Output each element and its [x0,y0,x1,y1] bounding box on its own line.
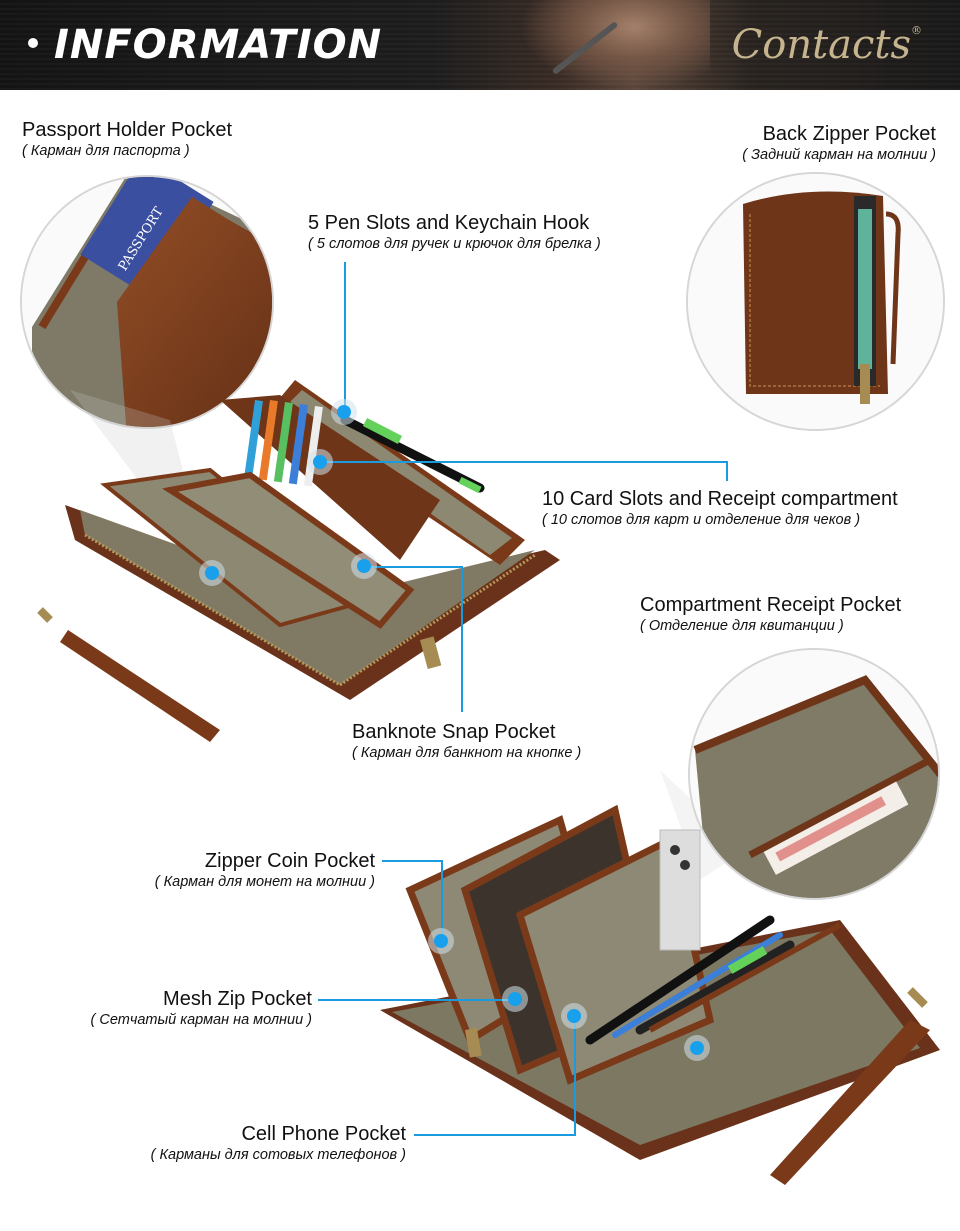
label-receipt: Compartment Receipt Pocket ( Отделение д… [640,593,901,635]
label-subtitle: ( Карман для монет на молнии ) [154,874,375,890]
label-subtitle: ( Карманы для сотовых телефонов ) [150,1147,406,1163]
main-wallet-bottom-image [380,804,940,1185]
card-slots-callout-line-h [320,461,727,463]
label-subtitle: ( Карман для банкнот на кнопке ) [352,745,582,761]
banknote-callout-line-v [461,566,463,712]
card-slots-marker-dot[interactable] [313,455,327,469]
coin-marker-dot[interactable] [434,934,448,948]
page-title: INFORMATION [28,22,382,68]
label-pen-slots: 5 Pen Slots and Keychain Hook ( 5 слотов… [308,211,601,253]
registered-mark: ® [911,23,922,37]
label-subtitle: ( 5 слотов для ручек и крючок для брелка… [308,236,601,252]
header-banner: INFORMATION Contacts® [0,0,960,90]
label-title: Cell Phone Pocket [241,1123,406,1145]
pen-slots-callout-line [344,262,346,412]
label-title: 10 Card Slots and Receipt compartment [542,488,898,510]
label-phone: Cell Phone Pocket ( Карманы для сотовых … [151,1122,406,1164]
label-subtitle: ( Задний карман на молнии ) [742,147,936,163]
label-coin: Zipper Coin Pocket ( Карман для монет на… [155,849,375,891]
label-title: Back Zipper Pocket [762,123,936,145]
label-subtitle: ( Отделение для квитанции ) [640,618,844,634]
coin-callout-line-v [441,860,443,940]
label-title: Compartment Receipt Pocket [640,594,902,616]
bullet-icon [28,38,38,48]
label-back-zipper: Back Zipper Pocket ( Задний карман на мо… [742,122,936,164]
passport-flap-marker-dot[interactable] [205,566,219,580]
pen-slots-marker-dot[interactable] [337,405,351,419]
label-title: Passport Holder Pocket [22,119,233,141]
label-title: Zipper Coin Pocket [204,850,375,872]
receipt-pocket-illustration [690,650,938,898]
brand-logo: Contacts® [732,22,922,68]
label-subtitle: ( Карман для паспорта ) [22,143,190,159]
mesh-marker-dot[interactable] [508,992,522,1006]
banknote-marker-dot[interactable] [357,559,371,573]
receipt-detail-image [688,648,940,900]
banner-hands-image [520,0,710,90]
label-title: Banknote Snap Pocket [352,721,556,743]
banner-texture [0,0,960,90]
phone-callout-line-v [574,1016,576,1136]
passport-detail-image: PASSPORT [20,175,274,429]
label-title: Mesh Zip Pocket [163,988,312,1010]
label-mesh: Mesh Zip Pocket ( Сетчатый карман на мол… [91,987,312,1029]
receipt-marker-dot[interactable] [690,1041,704,1055]
brand-name: Contacts [731,22,911,68]
passport-pocket-illustration: PASSPORT [22,177,272,427]
phone-marker-dot[interactable] [567,1009,581,1023]
back-zipper-illustration [688,174,943,429]
label-subtitle: ( Сетчатый карман на молнии ) [90,1012,312,1028]
back-zipper-detail-image [686,172,945,431]
mesh-callout-line [318,999,513,1001]
main-wallet-top-image [37,380,560,742]
coin-callout-line-h [382,860,442,862]
phone-callout-line-h [414,1134,576,1136]
page-title-text: INFORMATION [54,22,383,68]
label-card-slots: 10 Card Slots and Receipt compartment ( … [542,487,898,529]
card-slots-callout-line-v [726,461,728,481]
banknote-callout-line-h [365,566,463,568]
label-passport: Passport Holder Pocket ( Карман для пасп… [22,118,232,160]
label-banknote: Banknote Snap Pocket ( Карман для банкно… [352,720,581,762]
label-title: 5 Pen Slots and Keychain Hook [308,212,590,234]
label-subtitle: ( 10 слотов для карт и отделение для чек… [542,512,861,528]
